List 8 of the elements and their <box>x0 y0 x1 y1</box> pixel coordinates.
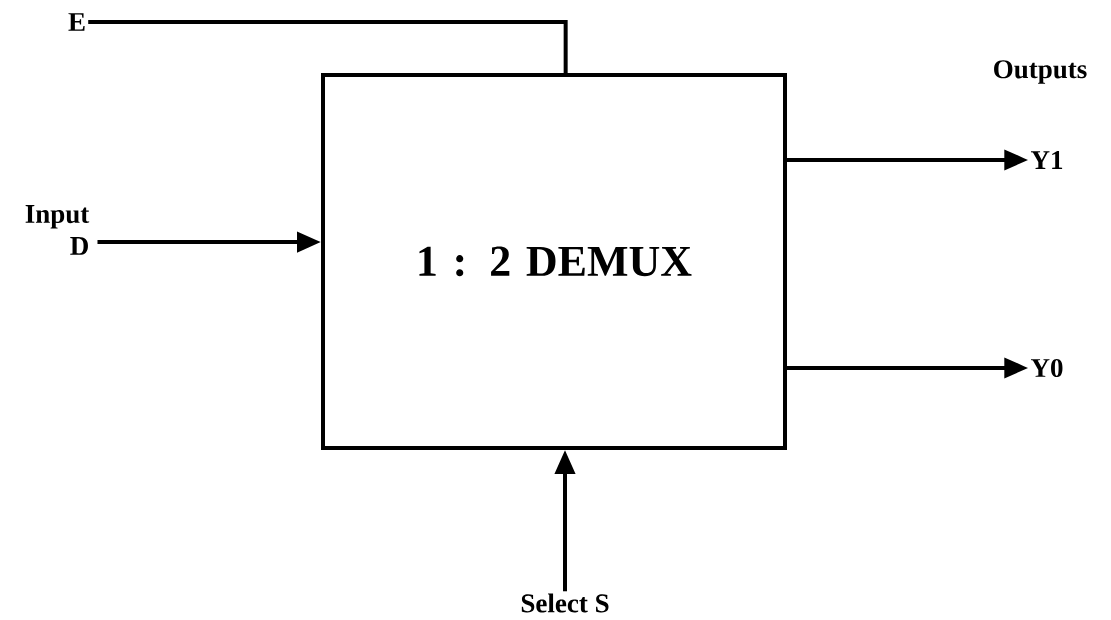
signal-label: Y1 <box>1030 151 1063 169</box>
connector-line <box>88 20 568 73</box>
signal-label: Y0 <box>1030 358 1063 378</box>
signal-label: Select S <box>521 593 609 613</box>
demux-block: 1 : 2 DEMUX <box>321 73 787 450</box>
signal-label: Outputs <box>994 60 1087 84</box>
signal-label: Input D <box>25 205 90 255</box>
signal-label: E <box>68 13 85 31</box>
